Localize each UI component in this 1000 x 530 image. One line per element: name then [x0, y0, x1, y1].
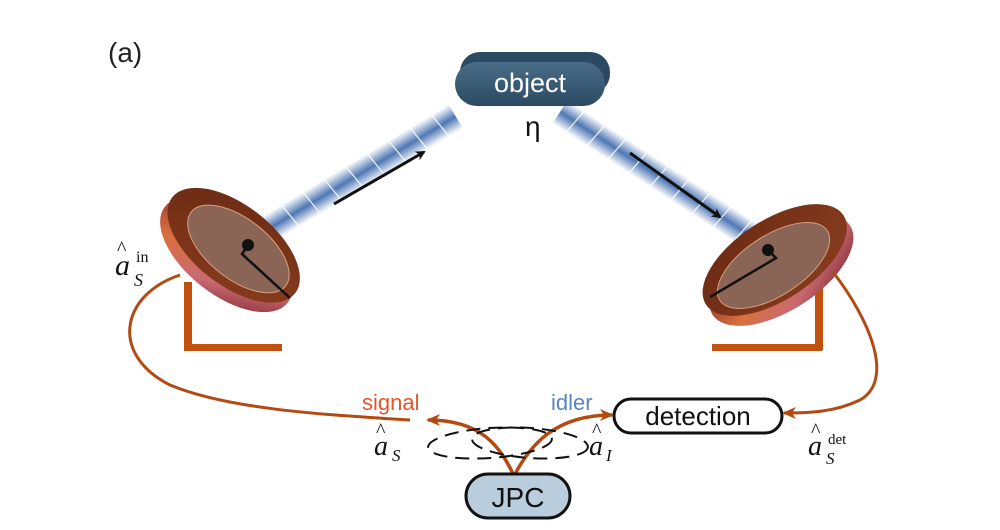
wire-idler	[512, 409, 614, 477]
op-base: a	[374, 431, 388, 462]
right-feed-arm	[709, 249, 779, 299]
wire-input-to-left-dish	[128, 273, 411, 422]
op-base: a	[808, 431, 822, 462]
wire-right-dish-to-detection	[782, 271, 879, 419]
entanglement-ellipse-right	[471, 426, 589, 460]
hat: ^	[811, 420, 821, 442]
hat: ^	[376, 420, 386, 442]
object-block: object	[455, 52, 610, 106]
left-feed-arm	[240, 244, 291, 299]
op-sup: in	[136, 249, 148, 266]
op-sub: S	[134, 270, 143, 290]
op-base: a	[589, 431, 603, 462]
object-label: object	[494, 68, 567, 98]
operator-a-s: ^ a S	[374, 420, 401, 465]
right-antenna-stand	[712, 270, 823, 351]
hat: ^	[592, 420, 602, 442]
op-sub: I	[605, 446, 613, 465]
idler-label: idler	[551, 390, 593, 415]
jpc-label: JPC	[492, 482, 545, 513]
jpc-node: JPC	[464, 472, 572, 520]
operator-a-i: ^ a I	[589, 420, 613, 465]
arrow-outgoing	[629, 151, 722, 219]
op-sup: det	[828, 432, 847, 448]
left-antenna-dish	[160, 187, 300, 313]
eta-symbol: η	[525, 111, 541, 142]
beam-incoming	[242, 104, 463, 253]
hat: ^	[117, 238, 127, 260]
op-sub: S	[392, 446, 401, 465]
arrow-incoming	[333, 150, 426, 206]
signal-label: signal	[362, 390, 419, 415]
operator-a-s-det: ^ a det S	[808, 420, 847, 468]
entanglement-ellipse-left	[427, 426, 553, 460]
detection-node: detection	[612, 397, 784, 435]
panel-label: (a)	[108, 37, 142, 68]
op-sub: S	[826, 449, 835, 468]
wire-signal	[426, 414, 516, 477]
operator-a-s-in: ^ a in S	[115, 238, 148, 290]
detection-label: detection	[645, 401, 751, 431]
op-base: a	[115, 249, 130, 282]
left-antenna-stand	[184, 282, 282, 351]
beam-outgoing	[552, 100, 761, 250]
